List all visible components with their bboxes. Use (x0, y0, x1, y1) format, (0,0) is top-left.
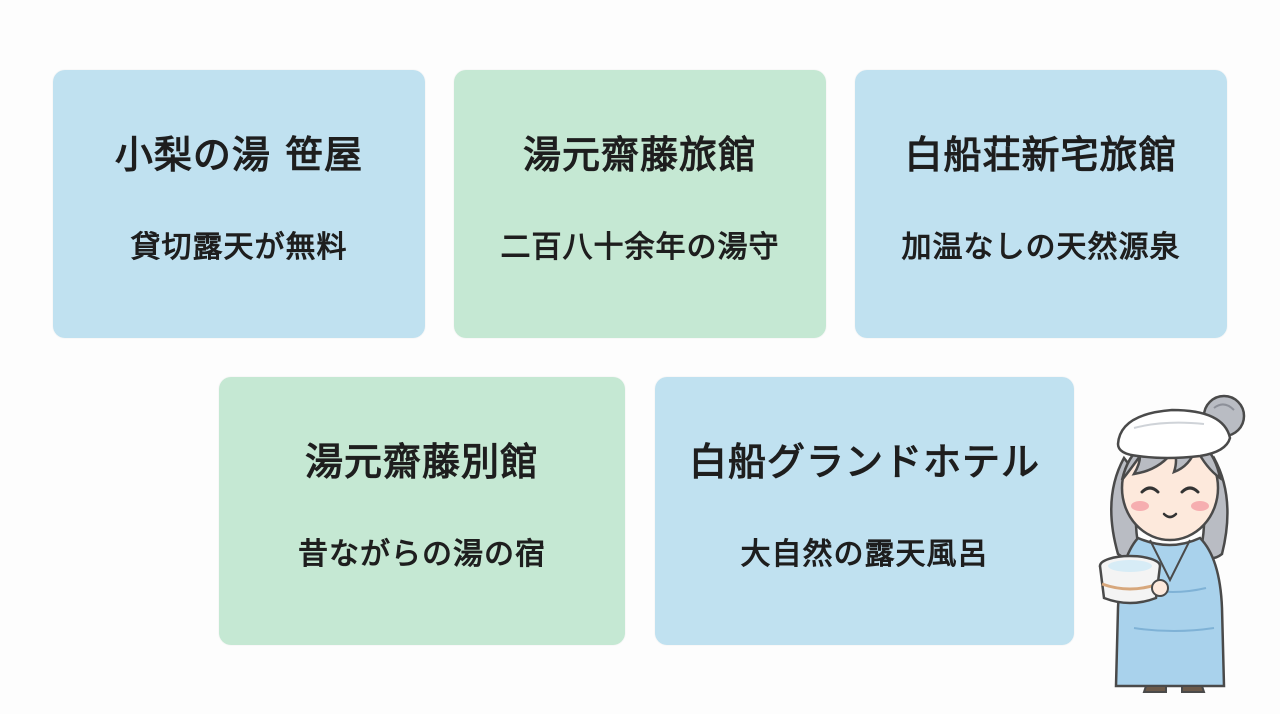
inn-tagline: 加温なしの天然源泉 (901, 230, 1181, 265)
inn-tagline: 貸切露天が無料 (130, 230, 348, 265)
inn-name: 湯元齋藤旅館 (522, 133, 757, 177)
inn-tagline: 昔ながらの湯の宿 (298, 537, 546, 572)
inn-card-sasaya: 小梨の湯 笹屋 貸切露天が無料 (53, 70, 425, 338)
inn-tagline: 大自然の露天風呂 (740, 537, 989, 572)
onsen-girl-icon (1098, 394, 1246, 693)
inn-name: 小梨の湯 笹屋 (114, 133, 364, 177)
inn-card-shirafune-grand-hotel: 白船グランドホテル 大自然の露天風呂 (655, 377, 1074, 645)
inn-card-saito-bekkan: 湯元齋藤別館 昔ながらの湯の宿 (219, 377, 625, 645)
inn-tagline: 二百八十余年の湯守 (500, 230, 780, 265)
inn-card-saito-ryokan: 湯元齋藤旅館 二百八十余年の湯守 (454, 70, 826, 338)
inn-name: 白船グランドホテル (688, 440, 1040, 484)
inn-name: 湯元齋藤別館 (304, 440, 539, 484)
inn-name: 白船荘新宅旅館 (904, 133, 1178, 177)
inn-card-shirafunaso: 白船荘新宅旅館 加温なしの天然源泉 (855, 70, 1227, 338)
